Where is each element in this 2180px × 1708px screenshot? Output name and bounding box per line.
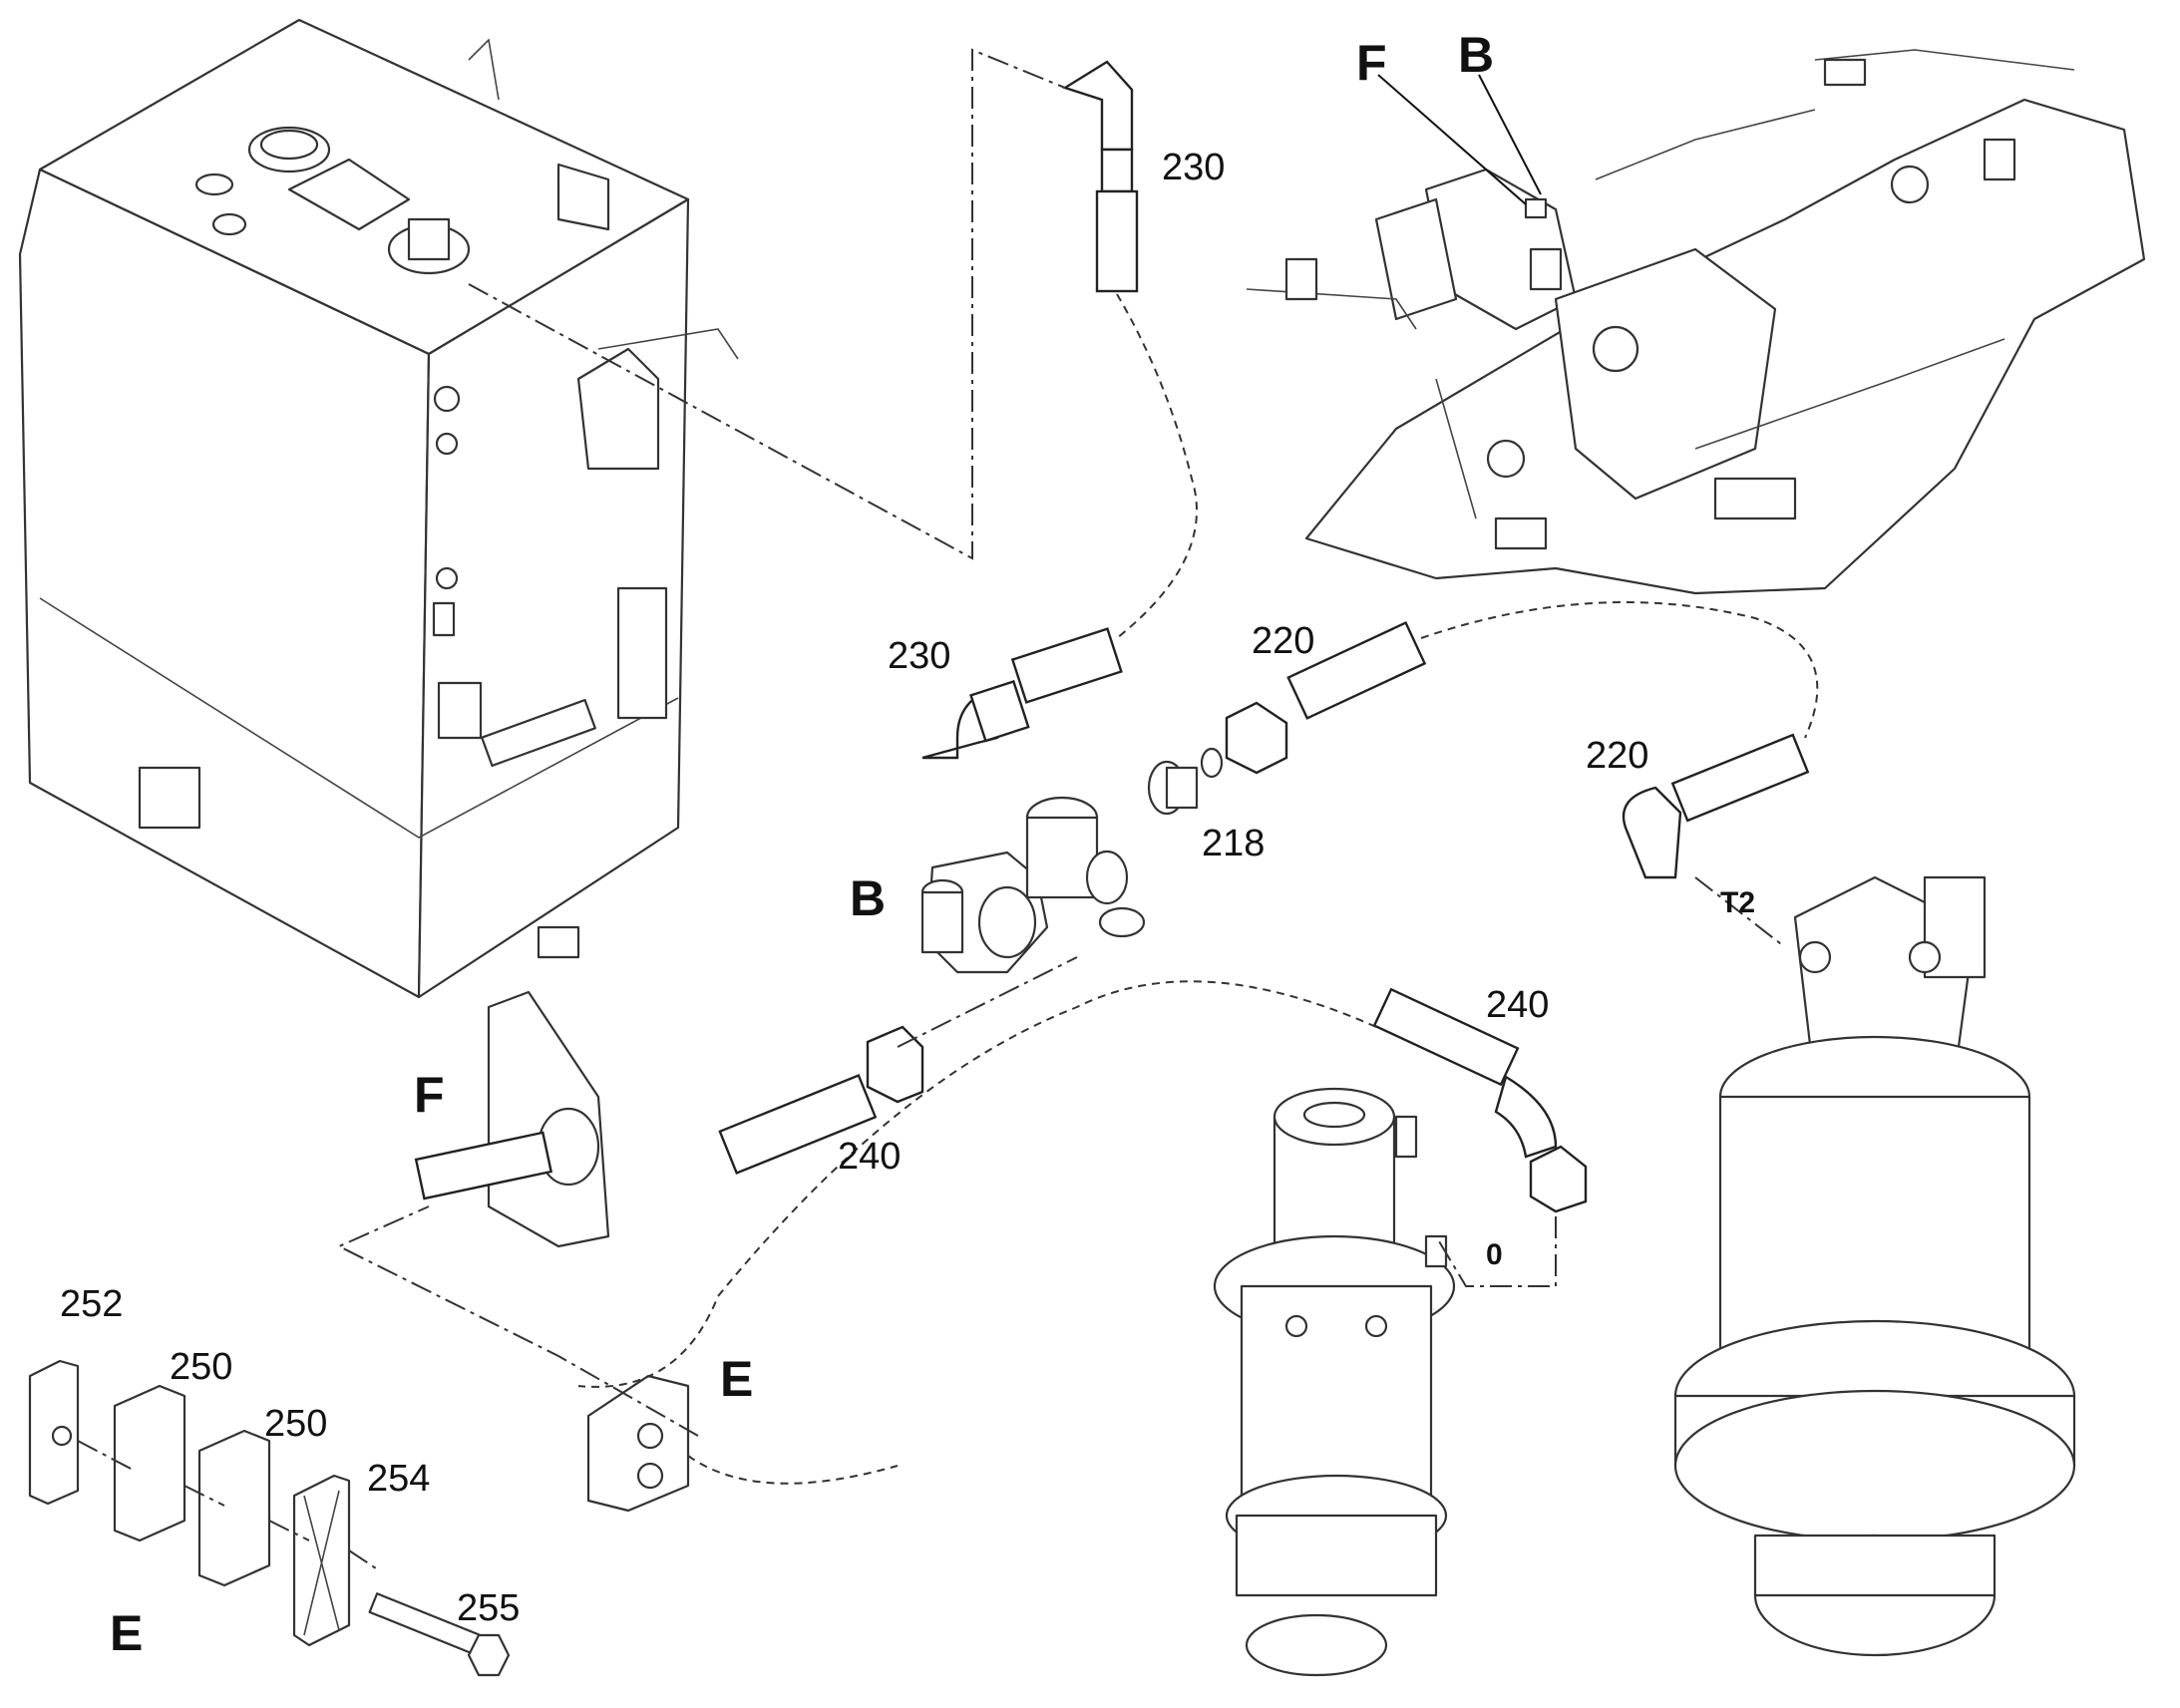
label-250-a: 250	[170, 1346, 232, 1388]
view-b-top: B	[1458, 27, 1494, 83]
clamp-parts	[28, 1359, 511, 1677]
label-255: 255	[457, 1587, 520, 1629]
leader-b-top	[1478, 74, 1542, 195]
hydraulic-tank	[18, 18, 739, 999]
leader-f-top	[1377, 74, 1527, 205]
hose-240-center	[718, 1025, 924, 1176]
fitting-218	[1147, 747, 1224, 816]
label-218: 218	[1202, 823, 1265, 864]
clamp-e	[586, 1374, 690, 1513]
swivel-joint	[1213, 1087, 1456, 1677]
label-240-center: 240	[838, 1136, 901, 1178]
hose-230-top	[1062, 60, 1139, 293]
label-port-0: 0	[1486, 1238, 1503, 1271]
view-f-detail: F	[414, 1067, 445, 1123]
travel-motor	[1673, 875, 2076, 1657]
label-240-right: 240	[1486, 984, 1549, 1026]
detail-f-plate	[414, 990, 610, 1248]
label-252: 252	[60, 1283, 123, 1325]
leader-lines	[336, 48, 1819, 1485]
hose-220-mid	[1225, 620, 1427, 775]
label-254: 254	[367, 1458, 430, 1500]
hose-220-right	[1622, 733, 1810, 879]
label-220-mid: 220	[1252, 620, 1314, 662]
view-e-clamp: E	[720, 1351, 753, 1407]
label-230-mid: 230	[888, 635, 950, 677]
view-b-valve: B	[850, 870, 886, 926]
view-f-top: F	[1356, 35, 1387, 91]
hose-230-mid	[921, 627, 1123, 760]
view-e-detail: E	[110, 1605, 143, 1661]
valve-block-b	[920, 796, 1146, 974]
label-220-right: 220	[1586, 735, 1648, 777]
label-250-b: 250	[264, 1403, 327, 1445]
upper-frame	[1246, 49, 2146, 595]
label-port-t2: T2	[1720, 886, 1755, 919]
hose-240-right	[1372, 987, 1588, 1213]
label-230-top: 230	[1162, 147, 1225, 188]
